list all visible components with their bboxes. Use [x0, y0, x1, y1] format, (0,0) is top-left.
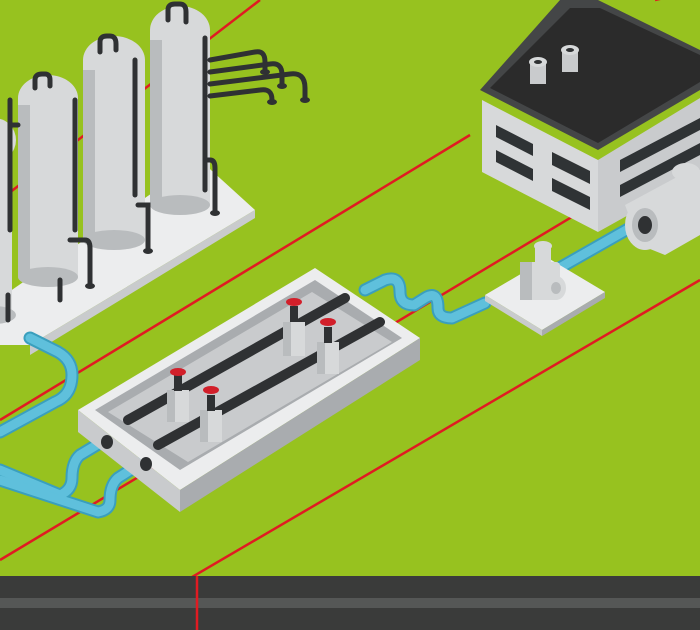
valve	[200, 386, 222, 442]
valve	[283, 298, 305, 356]
building	[480, 0, 700, 255]
water-pipes	[0, 218, 642, 519]
boiler-tank	[625, 163, 700, 255]
storage-tank	[150, 6, 210, 215]
storage-tank	[18, 75, 78, 287]
pump-station	[485, 241, 605, 336]
valve	[317, 318, 339, 374]
road	[0, 576, 700, 630]
pipe-caps	[85, 69, 310, 289]
valves	[167, 298, 339, 442]
valve	[167, 368, 189, 422]
tank-pipes	[5, 1, 308, 323]
roof-vents	[529, 45, 579, 84]
windows	[496, 118, 700, 210]
